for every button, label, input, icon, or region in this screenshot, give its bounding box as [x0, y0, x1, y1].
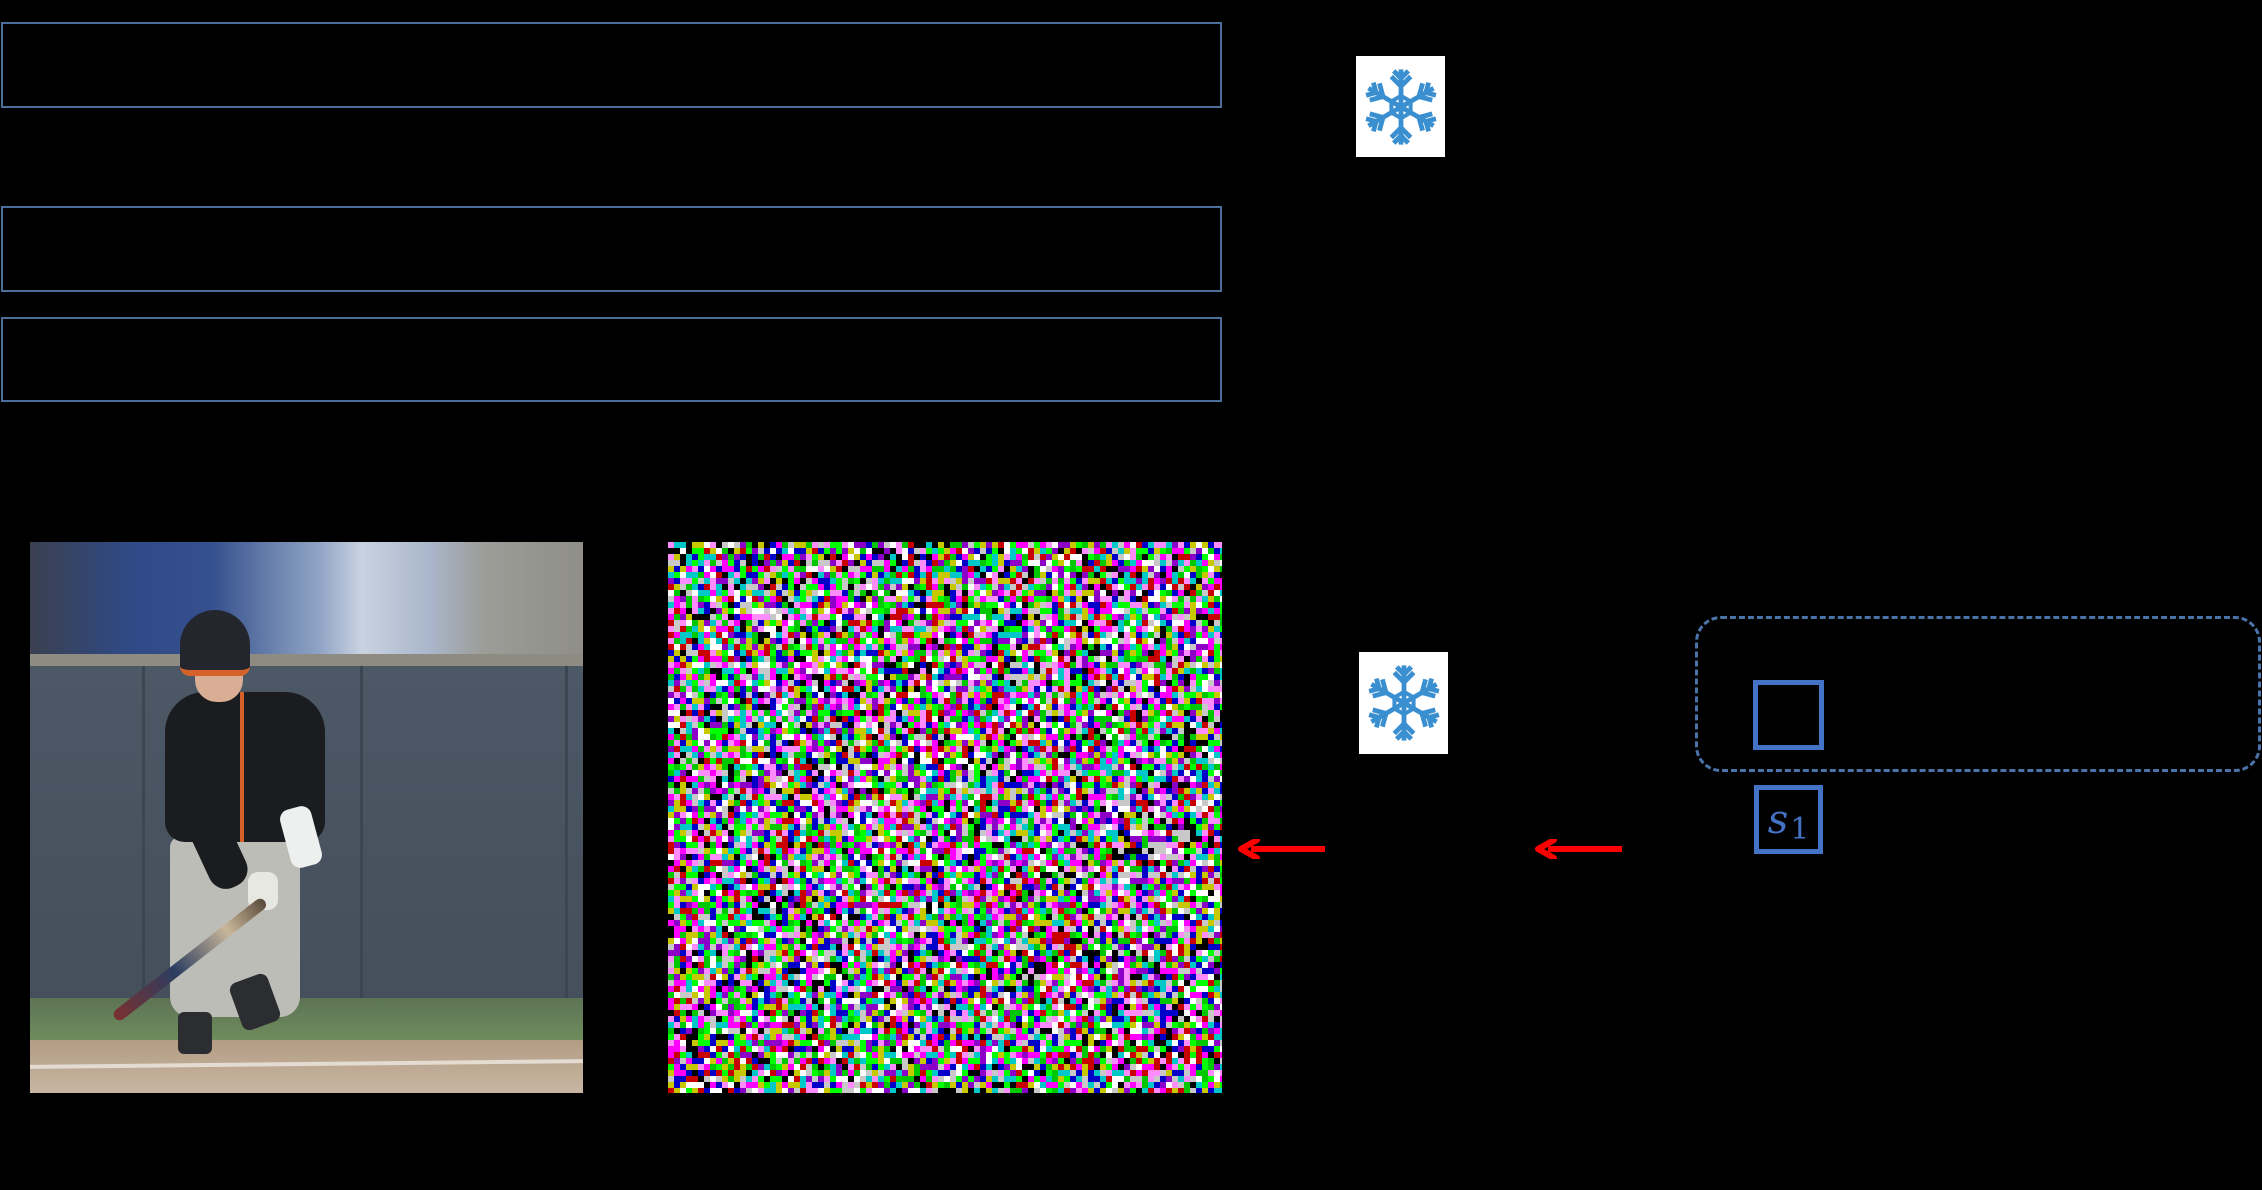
- arrow-left-icon: [1238, 839, 1325, 859]
- photo-wall-seam: [142, 666, 145, 998]
- photo-grass: [30, 998, 583, 1040]
- snowflake-icon: [1359, 652, 1448, 754]
- text-box-2: [1, 206, 1222, 292]
- text-box-3: [1, 317, 1222, 402]
- adversarial-noise-image: [668, 542, 1222, 1093]
- snowflake-icon: [1356, 56, 1445, 157]
- symbol-subscript: 1: [1790, 811, 1810, 847]
- input-photo: [30, 542, 583, 1093]
- player-jersey-trim: [240, 692, 244, 842]
- player-shoe: [178, 1012, 212, 1054]
- player-helmet: [180, 610, 250, 676]
- token-box: [1753, 680, 1824, 750]
- text-box-1: [1, 22, 1222, 108]
- symbol-variable: s: [1767, 796, 1789, 843]
- photo-stands: [30, 542, 583, 662]
- photo-wall-seam: [565, 666, 568, 998]
- photo-wall-seam: [360, 666, 363, 998]
- token-group-container: [1695, 616, 2261, 772]
- photo-ledge: [30, 654, 583, 666]
- arrow-left-icon: [1535, 839, 1622, 859]
